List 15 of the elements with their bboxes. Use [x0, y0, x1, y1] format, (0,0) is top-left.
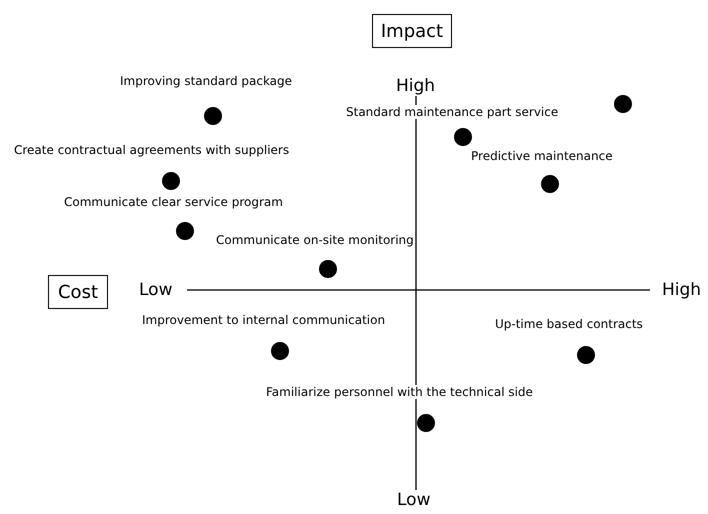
axis-title-box: Cost	[48, 275, 108, 309]
point-label: Up-time based contracts	[495, 317, 643, 331]
point-label: Communicate on-site monitoring	[216, 233, 414, 247]
point-label: Standard maintenance part service	[346, 105, 558, 119]
point-label: Create contractual agreements with suppliers	[14, 143, 290, 157]
point-label: Familiarize personnel with the technical side	[266, 385, 533, 399]
axis-end-label: Low	[139, 280, 172, 300]
point-label: Improving standard package	[120, 74, 292, 88]
axis-end-label: High	[396, 76, 436, 96]
point-label: Improvement to internal communication	[142, 313, 386, 327]
point-label: Predictive maintenance	[471, 149, 613, 163]
axis-title-box: Impact	[372, 14, 452, 48]
point-label: Communicate clear service program	[64, 195, 283, 209]
axis-end-label: Low	[397, 490, 430, 510]
axis-end-label: High	[662, 280, 702, 300]
